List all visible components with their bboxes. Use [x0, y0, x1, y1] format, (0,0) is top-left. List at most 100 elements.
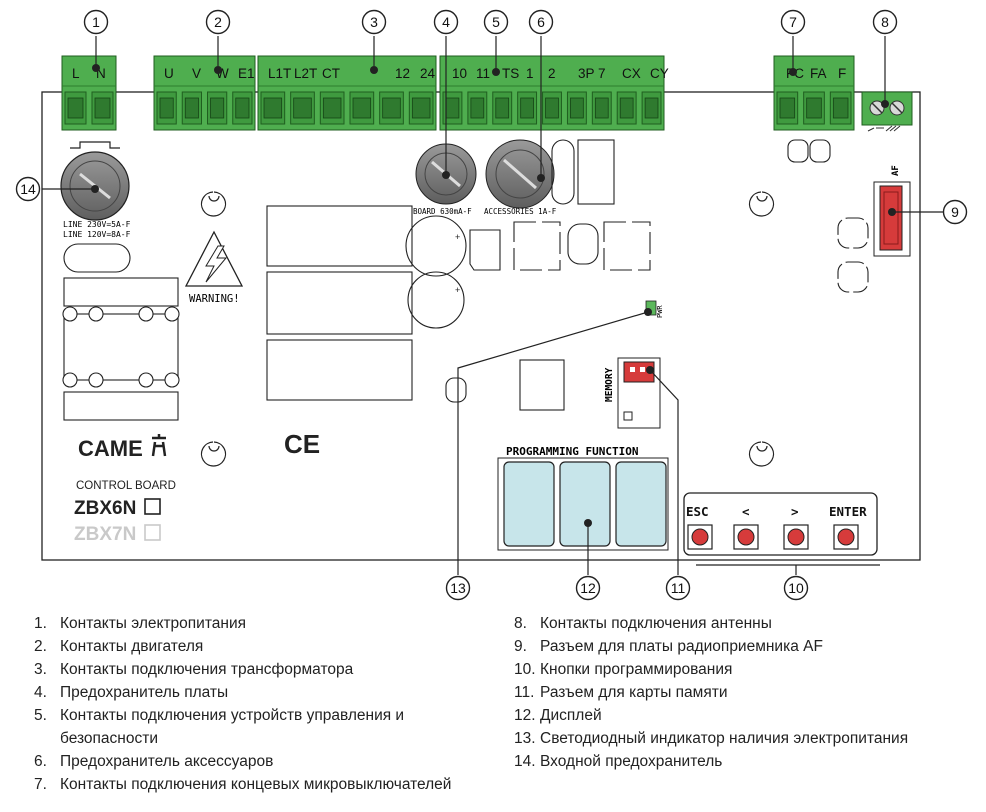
terminal-controls-8[interactable]: CY — [641, 66, 669, 125]
button-right[interactable]: > — [783, 504, 809, 550]
legend-number: 11. — [514, 684, 535, 701]
callout-number: 13 — [450, 580, 466, 596]
svg-text:+: + — [455, 232, 460, 242]
legend-number: 7. — [34, 776, 47, 793]
terminal-block-limit[interactable]: FCFAF — [773, 55, 855, 131]
board-outline — [41, 91, 921, 561]
terminal-controls-6[interactable]: 7 — [591, 66, 612, 125]
callout-10: 10 — [783, 575, 809, 601]
legend-item: 2.Контакты двигателя — [34, 635, 494, 658]
terminal-label: 24 — [420, 66, 436, 81]
antenna-terminal[interactable] — [861, 91, 913, 132]
callout-number: 3 — [370, 14, 378, 30]
model-zbx6n: ZBX6N — [74, 498, 136, 519]
legend-item: 3.Контакты подключения трансформатора — [34, 658, 494, 681]
terminal-power-0[interactable]: L — [64, 66, 87, 125]
terminal-transformer-0[interactable]: L1T — [260, 66, 291, 125]
button-left[interactable]: < — [733, 504, 759, 550]
terminal-controls-0[interactable]: 10 — [442, 66, 467, 125]
terminal-transformer-2[interactable]: CT — [319, 66, 345, 125]
misc-components: + + — [405, 139, 869, 411]
legend-item: 7. Контакты подключения концевых микровык… — [34, 773, 494, 796]
terminal-transformer-1[interactable]: L2T — [290, 66, 318, 125]
callout-number: 2 — [214, 14, 222, 30]
terminal-controls-1[interactable]: 11 — [467, 66, 490, 125]
callout-dots — [91, 64, 896, 527]
terminal-power-1[interactable]: N — [91, 66, 114, 125]
terminal-label: CX — [622, 66, 641, 81]
legend-item: 1.Контакты электропитания — [34, 612, 494, 635]
programming-buttons: ESC < > ENTER — [686, 504, 867, 550]
callout-13: 13 — [445, 575, 471, 601]
callout-number: 9 — [951, 204, 959, 220]
terminal-label: 12 — [395, 66, 410, 81]
legend-text: Контакты подключения трансформатора — [60, 661, 354, 678]
terminal-motor-0[interactable]: U — [156, 66, 177, 125]
terminal-limit-1[interactable]: FA — [803, 66, 827, 125]
legend-number: 8. — [514, 615, 527, 632]
line-fuse-label-1: LINE 230V=5A-F — [63, 220, 131, 229]
callout-number: 8 — [881, 14, 889, 30]
legend-number — [34, 727, 60, 750]
button-esc[interactable]: ESC — [686, 504, 713, 550]
legend-item: 5.Контакты подключения устройств управле… — [34, 704, 494, 727]
brand-name: CAME — [78, 436, 143, 461]
callout-14: 14 — [15, 176, 41, 202]
callout-6: 6 — [528, 9, 554, 35]
legend-text: Дисплей — [540, 707, 602, 724]
svg-text:+: + — [455, 285, 460, 295]
terminal-controls-2[interactable]: TS — [492, 66, 519, 125]
board-fuse-label: BOARD 630mA-F — [413, 207, 472, 216]
af-connector[interactable]: AF — [873, 165, 911, 257]
programming-display: PROGRAMMING FUNCTION — [497, 445, 669, 551]
callout-7: 7 — [780, 9, 806, 35]
terminal-motor-3[interactable]: E1 — [232, 66, 255, 125]
callout-number: 4 — [442, 14, 450, 30]
button-enter[interactable]: ENTER — [829, 504, 867, 550]
legend-text: Контакты подключения концевых микровыклю… — [60, 776, 452, 793]
terminal-label: CY — [650, 66, 669, 81]
terminal-label: 11 — [476, 66, 490, 81]
callout-number: 14 — [20, 181, 36, 197]
programming-buttons-panel — [683, 492, 878, 556]
legend-item: 14.Входной предохранитель — [514, 750, 974, 773]
terminal-controls-3[interactable]: 1 — [517, 66, 538, 125]
terminal-motor-1[interactable]: V — [181, 66, 202, 125]
legend-text: безопасности — [60, 730, 158, 747]
terminal-controls-4[interactable]: 2 — [542, 66, 562, 125]
memory-connector[interactable]: MEMORY — [604, 357, 661, 429]
terminal-label: N — [96, 66, 106, 81]
legend-number: 14. — [514, 753, 536, 770]
terminal-controls-5[interactable]: 3P — [566, 66, 595, 125]
legend-text: Контакты двигателя — [60, 638, 204, 655]
button-label: > — [791, 504, 799, 519]
terminal-controls-7[interactable]: CX — [616, 66, 641, 125]
legend-text: Разъем для платы радиоприемника AF — [540, 638, 823, 655]
legend-item: 6.Предохранитель аксессуаров — [34, 750, 494, 773]
warning-label: WARNING! — [189, 293, 240, 305]
terminal-transformer-5[interactable]: 24 — [408, 66, 436, 125]
terminal-label: FA — [810, 66, 827, 81]
terminal-transformer-3[interactable] — [349, 91, 375, 125]
legend-number: 4. — [34, 684, 47, 701]
legend-text: Светодиодный индикатор наличия электропи… — [540, 730, 909, 747]
legend-item: 8.Контакты подключения антенны — [514, 612, 974, 635]
relays — [266, 205, 413, 401]
terminal-label: L2T — [294, 66, 317, 81]
programming-function-label: PROGRAMMING FUNCTION — [506, 445, 638, 458]
terminal-label: U — [164, 66, 174, 81]
callout-3: 3 — [361, 9, 387, 35]
legend-text: Контакты электропитания — [60, 615, 246, 632]
terminal-limit-2[interactable]: F — [829, 66, 852, 125]
terminal-transformer-4[interactable]: 12 — [379, 66, 410, 125]
callout-number: 12 — [580, 580, 596, 596]
brand-logo: CAME — [78, 434, 167, 461]
legend-text: Контакты подключения устройств управлени… — [60, 707, 405, 724]
callout-9: 9 — [942, 199, 968, 225]
terminal-label: F — [838, 66, 846, 81]
